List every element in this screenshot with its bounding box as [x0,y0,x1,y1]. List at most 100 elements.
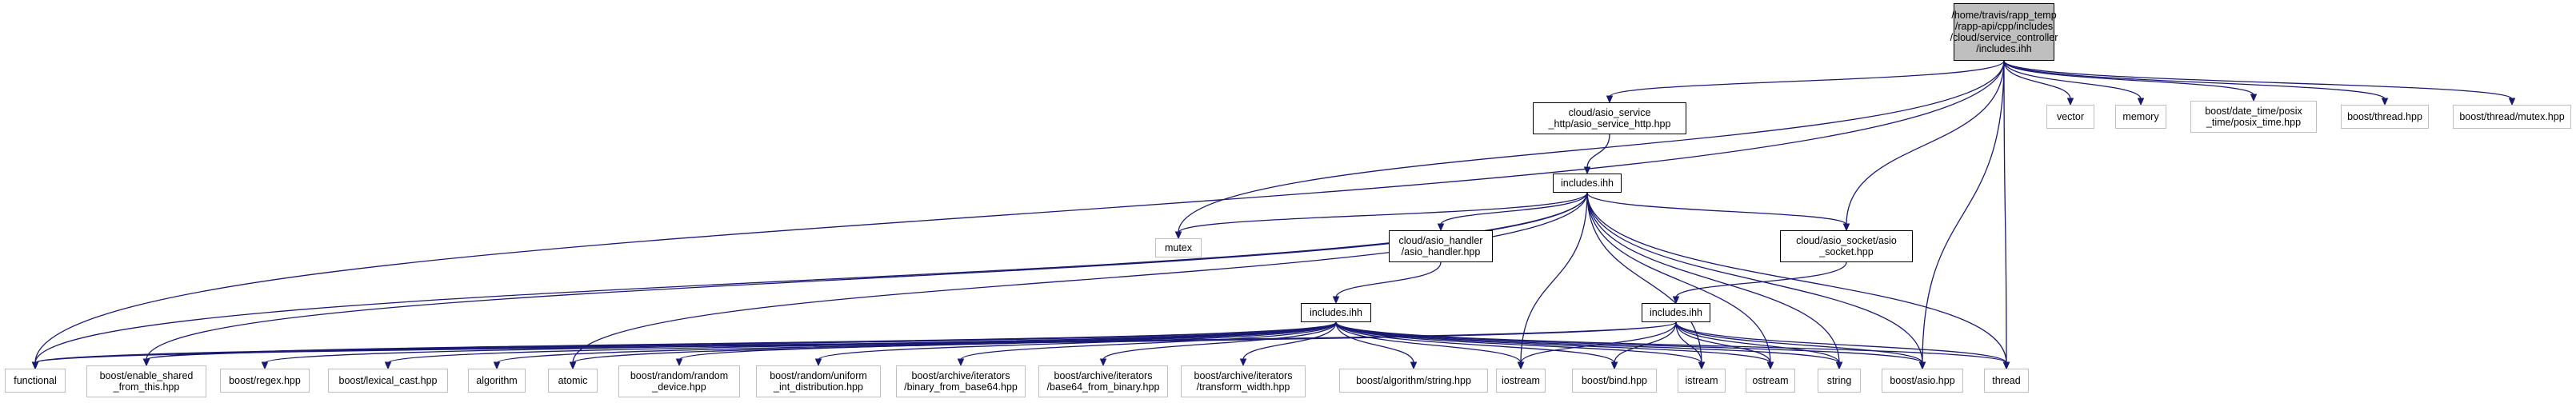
edge-inc3-to-string [1675,321,1840,364]
node-thread-hpp[interactable]: boost/thread.hpp [2341,105,2429,129]
arrowhead-istream [1698,361,1706,370]
edge-root-to-thread_hpp [2003,60,2386,100]
node-inc2[interactable]: includes.ihh [1301,303,1371,322]
edge-root-to-thread [2003,60,2007,364]
node-iostream[interactable]: iostream [1496,369,1546,393]
edge-inc1-to-enable_shared [146,192,1588,361]
node-asio-service[interactable]: cloud/asio_service _http/asio_service_ht… [1533,102,1686,134]
edge-inc2-to-ostream [1335,321,1771,364]
node-binary-from-base64[interactable]: boost/archive/iterators /binary_from_bas… [896,365,1026,397]
edge-inc1-to-thread [1586,192,2007,364]
arrowhead-binary_from_base64 [957,358,965,367]
node-vector[interactable]: vector [2046,105,2094,129]
edge-inc3-to-bind [1614,321,1677,364]
edge-inc2-to-transform_width [1242,321,1337,361]
edge-inc2-to-algo_string [1335,321,1414,364]
node-uniform-int[interactable]: boost/random/uniform _int_distribution.h… [756,365,881,397]
edge-asio_handler-to-inc2 [1335,261,1442,298]
edge-asio_service-to-inc1 [1586,134,1610,169]
node-asio-hpp[interactable]: boost/asio.hpp [1882,369,1963,393]
node-algo-string[interactable]: boost/algorithm/string.hpp [1339,369,1488,393]
arrowhead-vector [2066,98,2074,106]
node-enable-shared[interactable]: boost/enable_shared _from_this.hpp [86,365,206,397]
node-istream[interactable]: istream [1678,369,1726,393]
node-asio-handler[interactable]: cloud/asio_handler /asio_handler.hpp [1389,230,1493,262]
edge-inc1-to-asio_handler [1440,192,1588,225]
node-ostream[interactable]: ostream [1746,369,1795,393]
arrowhead-atomic [569,361,577,370]
arrowhead-string [1835,361,1843,370]
arrowhead-memory [2137,98,2145,106]
edge-inc3-to-ostream [1675,321,1771,364]
arrowhead-asio_handler [1437,223,1445,232]
edge-inc3-to-asio_hpp [1675,321,1923,364]
edge-root-to-vector [2003,60,2071,100]
edge-inc1-to-istream [1586,192,1702,364]
node-root[interactable]: /home/travis/rapp_temp /rapp-api/cpp/inc… [1950,3,2058,61]
node-memory[interactable]: memory [2115,105,2166,129]
node-bind[interactable]: boost/bind.hpp [1572,369,1657,393]
node-mutex-hpp[interactable]: boost/thread/mutex.hpp [2453,105,2571,129]
arrowhead-enable_shared [142,358,150,367]
arrowhead-asio_hpp [1918,361,1926,370]
node-thread[interactable]: thread [1984,369,2029,393]
arrowhead-inc1 [1583,166,1591,175]
edge-inc1-to-string [1586,192,1840,364]
arrowhead-thread_hpp [2381,98,2389,106]
edge-inc2-to-bind [1335,321,1615,364]
edge-root-to-mutex [1178,60,2005,233]
arrowhead-lexical_cast [384,361,392,370]
arrowhead-inc2 [1332,296,1340,305]
edge-inc2-to-thread [1335,321,2007,364]
node-random-device[interactable]: boost/random/random _device.hpp [618,365,740,397]
edge-root-to-mutex_hpp [2003,60,2513,100]
arrowhead-functional [31,361,39,370]
node-transform-width[interactable]: boost/archive/iterators /transform_width… [1181,365,1306,397]
edge-inc1-to-iostream [1520,192,1588,364]
node-algorithm[interactable]: algorithm [468,369,526,393]
arrowhead-asio_service [1606,95,1614,104]
arrowhead-bind [1610,361,1618,370]
edge-inc2-to-asio_hpp [1335,321,1923,364]
arrowhead-mutex_hpp [2508,98,2516,106]
edge-inc3-to-istream [1675,321,1702,364]
node-mutex[interactable]: mutex [1155,238,1202,257]
edge-inc3-to-thread [1675,321,2007,364]
edge-inc2-to-istream [1335,321,1702,364]
node-base64-from-binary[interactable]: boost/archive/iterators /base64_from_bin… [1038,365,1168,397]
node-functional[interactable]: functional [5,369,66,393]
edge-root-to-asio_socket [1846,60,2005,225]
edge-inc1-to-atomic [572,192,1588,364]
arrowhead-asio_socket [1842,223,1850,232]
node-lexical-cast[interactable]: boost/lexical_cast.hpp [328,369,448,393]
edge-inc1-to-asio_socket [1586,192,1847,225]
node-asio-socket[interactable]: cloud/asio_socket/asio _socket.hpp [1780,230,1913,262]
arrowhead-algorithm [493,361,501,370]
node-inc1[interactable]: includes.ihh [1553,174,1622,193]
node-inc3[interactable]: includes.ihh [1642,303,1710,322]
arrowhead-regex [261,361,269,370]
edge-root-to-functional [34,60,2005,364]
edge-inc2-to-base64_from_binary [1102,321,1337,361]
arrowhead-base64_from_binary [1099,358,1107,367]
arrowhead-algo_string [1410,361,1418,370]
node-atomic[interactable]: atomic [548,369,598,393]
edge-inc3-to-enable_shared [146,321,1677,361]
arrowhead-thread [2002,361,2010,370]
edge-root-to-memory [2003,60,2142,100]
node-string[interactable]: string [1818,369,1861,393]
edge-inc1-to-ostream [1586,192,1771,364]
edge-asio_socket-to-inc3 [1675,261,1847,298]
node-regex[interactable]: boost/regex.hpp [220,369,310,393]
node-posix-time[interactable]: boost/date_time/posix _time/posix_time.h… [2190,101,2317,133]
edge-inc2-to-binary_from_base64 [960,321,1337,361]
arrowhead-inc3 [1672,296,1680,305]
arrowhead-ostream [1766,361,1774,370]
arrowhead-random_device [675,358,683,367]
arrowhead-uniform_int [814,358,822,367]
edge-root-to-posix_time [2003,60,2254,96]
edge-inc2-to-uniform_int [818,321,1337,361]
arrowhead-iostream [1517,361,1525,370]
arrowhead-posix_time [2250,94,2258,102]
